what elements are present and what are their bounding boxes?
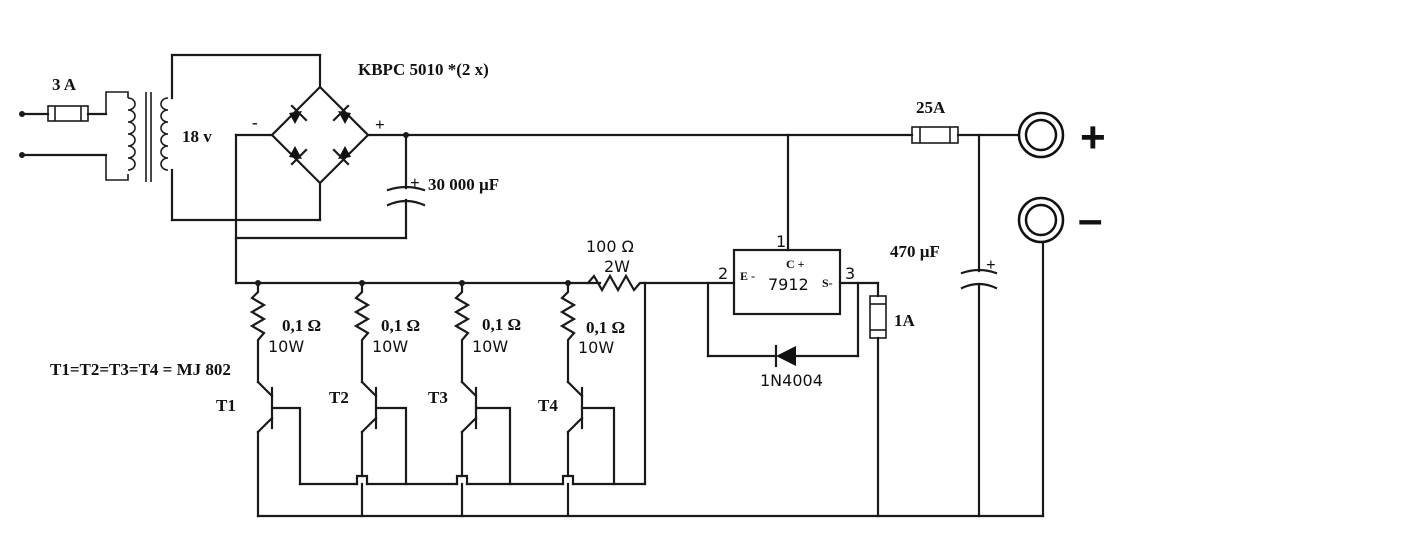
transistor-note: T1=T2=T3=T4 = MJ 802 [50, 360, 231, 379]
terminal-negative: – [1017, 195, 1102, 518]
regulator-fuse: 1A [869, 295, 916, 518]
bridge-minus-label: - [252, 113, 258, 132]
mains-input [19, 111, 108, 158]
input-fuse-label: 3 A [52, 75, 77, 94]
regulator-pin3: 3 [845, 264, 855, 283]
negative-rail [234, 133, 602, 285]
emitter-resistor-4-value: 0,1 Ω [586, 318, 625, 337]
regulator-7912: E - C + S- 7912 1 2 3 [718, 232, 880, 316]
emitter-resistor-3-value: 0,1 Ω [482, 315, 521, 334]
input-fuse: 3 A [47, 75, 108, 122]
emitter-resistor-4-power: 10W [578, 338, 614, 357]
regulator-pin1: 1 [776, 232, 786, 251]
output-capacitor-plus: + [986, 255, 996, 274]
bridge-plus-label: + [375, 115, 385, 134]
output-fuse: 25A [911, 98, 1020, 144]
diode-label: 1N4004 [760, 371, 823, 390]
positive-rail [366, 133, 914, 252]
bridge-rectifier: KBPC 5010 *(2 x) - + [170, 53, 489, 222]
regulator-s-label: S- [822, 276, 833, 290]
emitter-resistor-1-power: 10W [268, 337, 304, 356]
bridge-label: KBPC 5010 *(2 x) [358, 60, 489, 79]
emitter-resistor-3-power: 10W [472, 337, 508, 356]
transistor-bank: 0,1 Ω 10W 0,1 Ω 10W 0,1 Ω 10W 0,1 Ω 10W [50, 280, 1045, 518]
output-capacitor-value: 470 µF [890, 242, 940, 261]
filter-capacitor-plus: + [410, 173, 420, 192]
series-resistor-power: 2W [604, 257, 630, 276]
regulator-fuse-label: 1A [894, 311, 916, 330]
series-resistor: 100 Ω 2W [586, 237, 736, 486]
transformer: 18 v [105, 53, 212, 222]
terminal-negative-label: – [1078, 195, 1102, 244]
transistor-label-t3: T3 [428, 388, 448, 407]
output-capacitor: 470 µF + [890, 133, 998, 518]
filter-capacitor-value: 30 000 µF [428, 175, 499, 194]
transistor-label-t2: T2 [329, 388, 349, 407]
terminal-positive: + [1017, 111, 1106, 162]
regulator-e-label: E - [740, 269, 755, 283]
diode-1n4004: 1N4004 [706, 281, 860, 390]
transistor-label-t4: T4 [538, 396, 558, 415]
series-resistor-value: 100 Ω [586, 237, 634, 256]
regulator-name: 7912 [768, 275, 809, 294]
transformer-voltage-label: 18 v [182, 127, 212, 146]
emitter-resistor-2-value: 0,1 Ω [381, 316, 420, 335]
emitter-resistor-2-power: 10W [372, 337, 408, 356]
regulator-c-label: C + [786, 257, 805, 271]
regulator-pin2: 2 [718, 264, 728, 283]
filter-capacitor: + 30 000 µF [386, 133, 499, 240]
output-fuse-label: 25A [916, 98, 946, 117]
emitter-resistor-1-value: 0,1 Ω [282, 316, 321, 335]
transistor-label-t1: T1 [216, 396, 236, 415]
terminal-positive-label: + [1080, 113, 1106, 162]
